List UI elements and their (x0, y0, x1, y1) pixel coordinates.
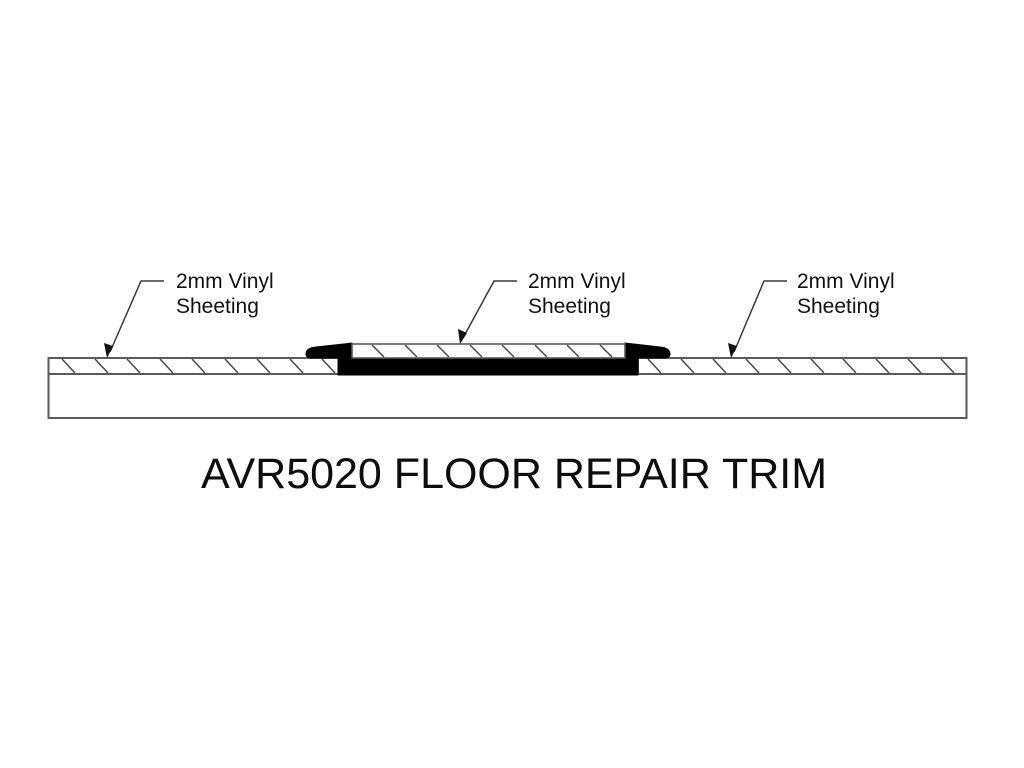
arrowhead-left-icon (104, 343, 113, 358)
callout-right-line1: 2mm Vinyl (797, 270, 895, 293)
callout-left-line2: Sheeting (176, 295, 259, 318)
arrowhead-center-icon (458, 329, 467, 344)
callout-right: 2mm Vinyl Sheeting (797, 269, 895, 319)
left-vinyl-hatch (61, 358, 336, 374)
callout-right-line2: Sheeting (797, 295, 880, 318)
right-vinyl-hatch (647, 358, 955, 374)
arrowhead-right-icon (728, 343, 737, 358)
drawing-title: AVR5020 FLOOR REPAIR TRIM (200, 450, 828, 498)
left-vinyl-sheet (47, 357, 340, 375)
floor-substrate (47, 373, 968, 419)
callout-left: 2mm Vinyl Sheeting (176, 269, 274, 319)
leader-right (733, 280, 787, 353)
leader-center (462, 280, 517, 339)
right-vinyl-sheet (637, 357, 968, 375)
callout-center-line1: 2mm Vinyl (528, 270, 626, 293)
callout-center: 2mm Vinyl Sheeting (528, 269, 626, 319)
callout-center-line2: Sheeting (528, 295, 611, 318)
callout-left-line1: 2mm Vinyl (176, 270, 274, 293)
center-vinyl-hatch (371, 344, 613, 358)
center-vinyl-insert (351, 343, 626, 359)
leader-left (109, 280, 164, 353)
